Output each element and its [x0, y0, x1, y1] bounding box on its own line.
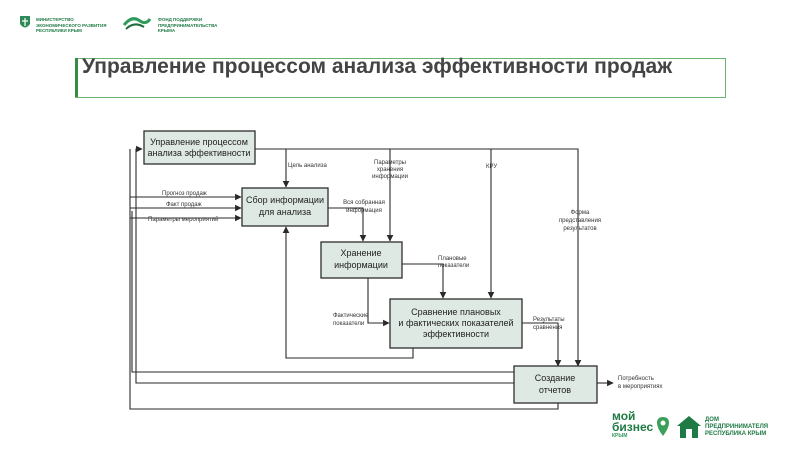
label-need-1: Потребность: [618, 376, 654, 382]
label-fact: Факт продаж: [166, 202, 202, 208]
label-planned-1: Плановые: [438, 256, 467, 262]
node-store-line-1: Хранение: [341, 248, 382, 258]
pin-icon: [657, 417, 669, 436]
label-need-2: в мероприятиях: [618, 384, 663, 390]
moy-biznes-line-1: мой: [612, 409, 636, 423]
label-report-form-1: Форма: [571, 210, 590, 216]
node-manage-line-2: анализа эффективности: [148, 148, 251, 158]
node-compare-line-2: и фактических показателей: [398, 318, 513, 328]
ministry-name: МИНИСТЕРСТВО ЭКОНОМИЧЕСКОГО РАЗВИТИЯ РЕС…: [36, 17, 106, 34]
ministry-line-1: МИНИСТЕРСТВО: [36, 17, 74, 22]
title-accent-bar: [75, 58, 78, 97]
label-report-form-2: представления: [559, 218, 601, 224]
label-results-1: Результаты: [533, 317, 565, 323]
node-collect-line-1: Сбор информации: [246, 195, 324, 205]
node-store: Хранение информации: [320, 241, 403, 279]
moy-biznes-line-3: КРЫМ: [612, 433, 628, 439]
fund-name: ФОНД ПОДДЕРЖКИ ПРЕДПРИНИМАТЕЛЬСТВА КРЫМА: [158, 17, 217, 34]
label-report-form-3: результатов: [563, 226, 596, 232]
label-results-2: сравнения: [533, 325, 562, 331]
moy-biznes-logo: мой бизнес КРЫМ: [612, 409, 654, 439]
dom-predprinimatelya-logo: ДОМ ПРЕДПРИНИМАТЕЛЯ РЕСПУБЛИКА КРЫМ: [705, 417, 768, 438]
label-collected-1: Вся собранная: [343, 200, 385, 206]
node-reports-line-2: отчетов: [539, 385, 571, 395]
label-collected-2: информация: [346, 208, 382, 214]
title-frame: [75, 58, 726, 98]
label-storage-params-2: хранения: [377, 167, 403, 173]
label-actual-2: показатели: [333, 321, 364, 327]
ministry-emblem-icon: [20, 16, 30, 28]
label-planned-2: показатели: [438, 263, 469, 269]
arrow-labels: Цель анализа Параметры хранения информац…: [148, 160, 663, 390]
node-manage: Управление процессом анализа эффективнос…: [143, 130, 256, 165]
fund-line-2: ПРЕДПРИНИМАТЕЛЬСТВА: [158, 22, 218, 28]
node-collect: Сбор информации для анализа: [241, 187, 329, 227]
label-forecast: Прогноз продаж: [162, 191, 207, 197]
process-diagram: Управление процессом анализа эффективнос…: [129, 130, 663, 410]
node-compare: Сравнение плановых и фактических показат…: [389, 298, 523, 349]
label-storage-params-3: информации: [372, 174, 408, 180]
node-manage-line-1: Управление процессом: [150, 137, 248, 147]
fund-line-1: ФОНД ПОДДЕРЖКИ: [158, 17, 203, 22]
fund-logo: [122, 15, 152, 38]
node-compare-line-3: эффективности: [423, 329, 489, 339]
label-storage-params-1: Параметры: [374, 160, 406, 166]
label-actual-1: Фактические: [333, 313, 369, 319]
node-store-line-2: информации: [334, 260, 388, 270]
label-event-params: Параметры мероприятий: [148, 216, 218, 223]
node-reports: Создание отчетов: [513, 365, 598, 404]
connectors: [129, 145, 614, 410]
moy-biznes-line-2: бизнес: [612, 420, 654, 434]
dom-line-2: ПРЕДПРИНИМАТЕЛЯ: [705, 424, 769, 430]
fund-emblem-icon: [122, 17, 152, 30]
ministry-line-3: РЕСПУБЛИКИ КРЫМ: [36, 28, 82, 33]
fund-line-3: КРЫМА: [158, 28, 176, 33]
label-kpi: КРУ: [486, 164, 497, 170]
node-compare-line-1: Сравнение плановых: [411, 307, 501, 317]
node-reports-line-1: Создание: [535, 373, 576, 383]
ministry-line-2: ЭКОНОМИЧЕСКОГО РАЗВИТИЯ: [36, 22, 107, 28]
ministry-logo: [18, 14, 32, 37]
dom-line-3: РЕСПУБЛИКА КРЫМ: [705, 431, 767, 437]
house-icon: [677, 416, 701, 438]
node-collect-line-2: для анализа: [259, 207, 311, 217]
label-goal: Цель анализа: [288, 163, 327, 169]
dom-line-1: ДОМ: [705, 417, 719, 423]
page-title: Управление процессом анализа эффективнос…: [82, 55, 673, 78]
